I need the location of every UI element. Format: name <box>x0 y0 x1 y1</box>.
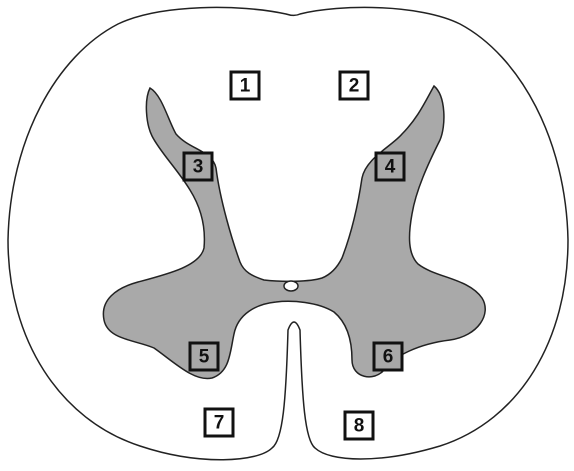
label-3-text: 3 <box>193 157 204 178</box>
label-6-box: 6 <box>374 343 402 370</box>
label-3-box: 3 <box>184 153 212 180</box>
label-7-box: 7 <box>205 409 233 436</box>
label-4-box: 4 <box>376 153 404 180</box>
label-8-box: 8 <box>345 412 373 439</box>
label-2-box: 2 <box>340 72 368 99</box>
label-1-box: 1 <box>231 72 259 99</box>
label-1-text: 1 <box>240 76 251 97</box>
label-7-text: 7 <box>214 413 225 434</box>
central-canal <box>284 281 298 291</box>
spinal-cord-outline <box>8 7 568 459</box>
label-2-text: 2 <box>349 76 360 97</box>
label-4-text: 4 <box>385 157 396 178</box>
label-5-box: 5 <box>190 343 218 370</box>
label-8-text: 8 <box>354 416 365 437</box>
label-6-text: 6 <box>383 347 394 368</box>
label-5-text: 5 <box>199 347 210 368</box>
